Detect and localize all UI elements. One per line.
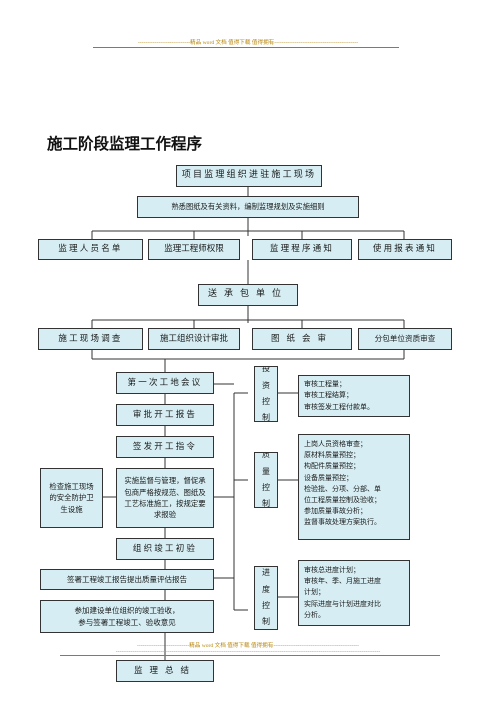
initial-acceptance-box: 组织竣工初验 — [116, 538, 214, 560]
supervision-summary-box: 监理总结 — [116, 660, 214, 682]
approve-start-report-box: 审批开工报告 — [116, 404, 214, 426]
footer-banner: ----------------------------精品 word 文档 值… — [136, 643, 360, 649]
detail-item: 构配件质量预控； — [304, 462, 360, 471]
detail-item: 审核年、季、月施工进度 — [304, 577, 381, 586]
detail-item: 监督事故处理方案执行。 — [304, 518, 381, 527]
issue-start-order-box: 签发开工指令 — [116, 436, 214, 458]
page-title: 施工阶段监理工作程序 — [47, 135, 203, 153]
detail-item: 检验批、分项、分部、单 — [304, 484, 381, 493]
footer-rule — [60, 655, 440, 656]
investment-control-details: 审核工程量； 审核工程结算； 审核签发工程付款单。 — [298, 375, 410, 417]
quality-control-details: 上岗人员资格审查； 原材料质量预控； 构配件质量预控； 设备质量预控； 检验批、… — [298, 434, 410, 540]
sign-completion-report-box: 签署工程竣工报告提出质量评估报告 — [40, 569, 214, 590]
detail-item: 审核总进度计划； — [304, 566, 360, 574]
detail-item: 审核签发工程付款单。 — [304, 402, 374, 411]
detail-item: 审核工程结算； — [304, 391, 353, 400]
detail-item: 计划； — [304, 588, 325, 597]
engineer-authority-box: 监理工程师权限 — [148, 239, 240, 260]
detail-item: 原材料质量预控； — [304, 451, 360, 460]
drawing-review-box: 图纸会审 — [252, 328, 352, 350]
investment-control-label: 投资控制 — [254, 366, 278, 422]
detail-item: 设备质量预控； — [304, 473, 353, 482]
familiarize-box: 熟悉图纸及有关资料，编制监理规划及实施细则 — [137, 196, 359, 218]
report-form-notice-box: 使用报表通知 — [358, 239, 452, 260]
procedure-notice-box: 监理程序通知 — [252, 239, 352, 260]
enter-site-box: 项目监理组织进驻施工现场 — [176, 165, 322, 187]
detail-item: 审核工程量； — [304, 380, 346, 389]
progress-control-label: 进度控制 — [254, 566, 278, 630]
header-rule — [93, 47, 399, 48]
first-meeting-box: 第一次工地会议 — [116, 372, 214, 394]
detail-item: 参加质量事故分析； — [304, 507, 367, 516]
detail-item: 实际进度与计划进度对比 — [304, 599, 381, 608]
supervision-box: 实施监督与管理，督促承包商严格按规范、图纸及工艺标准施工，按规定要求报验 — [116, 468, 214, 528]
footer-dash-line: ----------------------------------------… — [115, 649, 381, 655]
quality-control-label: 质量控制 — [254, 452, 278, 508]
send-contractor-box: 送承包单位 — [198, 284, 298, 306]
site-survey-box: 施工现场调查 — [38, 328, 143, 350]
detail-item: 位工程质量控制及验收； — [304, 495, 381, 504]
progress-control-details: 审核总进度计划； 审核年、季、月施工进度 计划； 实际进度与计划进度对比 分析。 — [298, 560, 410, 626]
detail-item: 分析。 — [304, 610, 325, 619]
header-banner: ----------------------------精品 word 文档 值… — [137, 40, 359, 46]
construction-plan-approval-box: 施工组织设计审批 — [148, 328, 240, 350]
personnel-list-box: 监理人员名单 — [38, 239, 143, 260]
detail-item: 上岗人员资格审查； — [304, 440, 367, 448]
attend-acceptance-box: 参加建设单位组织的竣工验收，参与签署工程竣工、验收意见 — [40, 600, 214, 633]
subcontractor-review-box: 分包单位资质审查 — [358, 328, 452, 350]
safety-check-box: 检查施工现场的安全防护卫生设施 — [40, 468, 103, 528]
